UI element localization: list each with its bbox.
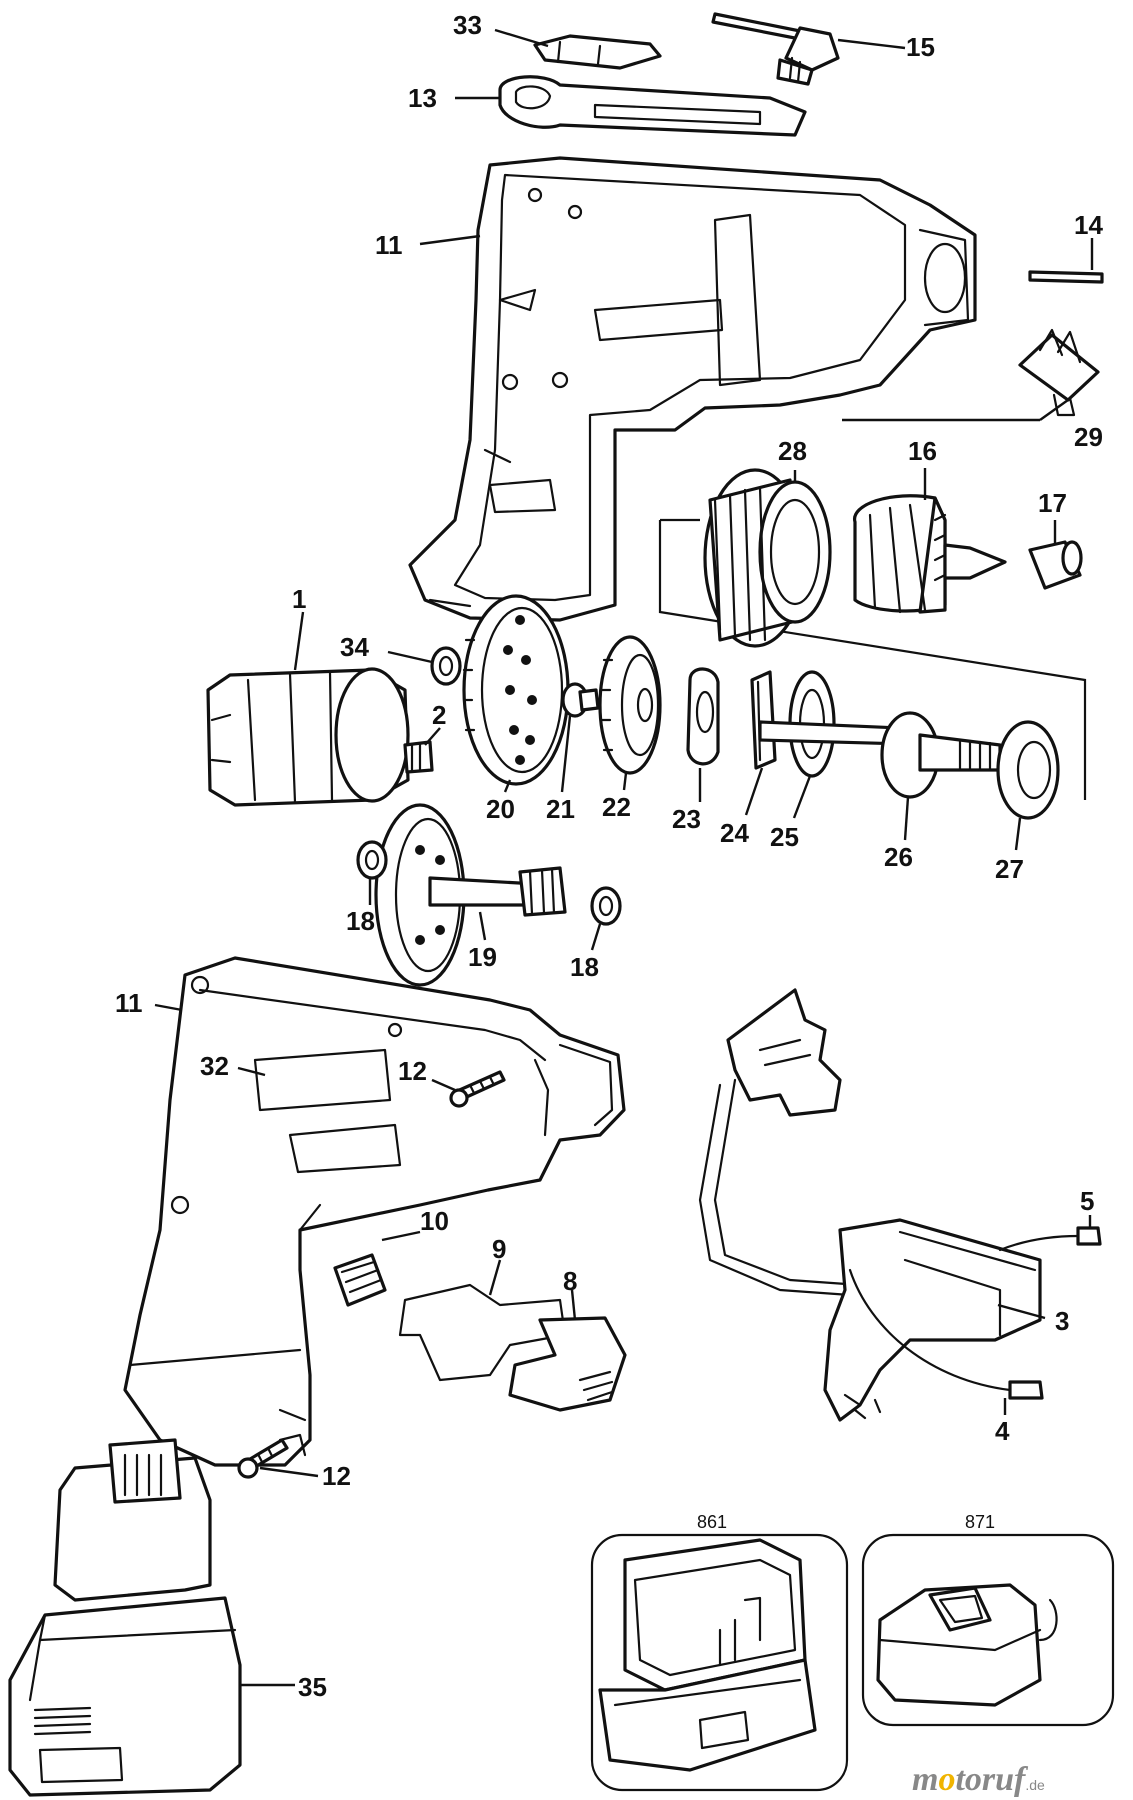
part-5-lead (998, 1226, 1102, 1252)
callout-2: 2 (432, 700, 446, 730)
callout-18-left: 18 (346, 906, 375, 936)
callout-34: 34 (340, 632, 369, 662)
part-3-switch (823, 1218, 1042, 1422)
part-19-intermediate-gear (374, 803, 567, 987)
group-bracket-chuck (658, 520, 1087, 800)
callout-10: 10 (420, 1206, 449, 1236)
part-switch-terminal-block (726, 988, 842, 1117)
leader-8 (570, 1289, 577, 1321)
callout-17: 17 (1038, 488, 1067, 518)
callout-19: 19 (468, 942, 497, 972)
part-9-spring (398, 1283, 567, 1382)
part-24-washer (750, 670, 777, 770)
callout-8: 8 (563, 1266, 577, 1296)
part-34-bushing (430, 646, 462, 686)
callout-12-upper: 12 (398, 1056, 427, 1086)
part-28-clutch-collar (703, 468, 832, 648)
leader-34 (387, 650, 433, 664)
part-2-pinion (403, 740, 434, 774)
callout-25: 25 (770, 822, 799, 852)
part-1-motor (206, 667, 410, 807)
leader-12-upper (431, 1078, 456, 1092)
part-18-bushing-left (356, 840, 388, 880)
part-16-chuck (853, 494, 1007, 614)
part-4-lead (848, 1268, 1044, 1400)
leader-22 (622, 772, 628, 791)
part-switch-wires (698, 1078, 862, 1297)
callout-16: 16 (908, 436, 937, 466)
part-21-spacer (561, 682, 600, 718)
callout-26: 26 (884, 842, 913, 872)
leader-10 (381, 1230, 421, 1242)
callout-18-right: 18 (570, 952, 599, 982)
leader-32 (237, 1066, 266, 1077)
part-29-spring-plate (1018, 328, 1100, 417)
leader-33 (494, 28, 549, 48)
callout-11-top: 11 (375, 230, 403, 260)
part-23-ring-plate (686, 667, 720, 766)
leader-18-right (590, 923, 602, 951)
leader-20 (503, 779, 512, 793)
leader-2 (424, 727, 441, 746)
leader-27 (1014, 817, 1022, 851)
callout-11-bottom: 11 (115, 988, 143, 1018)
callout-35: 35 (298, 1672, 327, 1702)
callout-20: 20 (486, 794, 515, 824)
callout-1: 1 (292, 584, 306, 614)
svg-text:motoruf.de: motoruf.de (912, 1761, 1045, 1798)
callout-12-lower: 12 (322, 1461, 351, 1491)
part-11-housing-right-half (123, 956, 626, 1467)
callout-15: 15 (906, 32, 935, 62)
callout-24: 24 (720, 818, 749, 848)
part-11-housing-left-half (408, 156, 977, 622)
callout-28: 28 (778, 436, 807, 466)
leader-12-lower (259, 1466, 319, 1478)
leader-11-bottom (154, 1003, 183, 1012)
leader-24 (744, 767, 764, 816)
accessory-case-ref: 861 (697, 1512, 727, 1532)
part-26-spindle (758, 711, 1002, 799)
part-27-bearing (996, 720, 1060, 820)
callout-21: 21 (546, 794, 575, 824)
callout-23: 23 (672, 804, 701, 834)
callout-27: 27 (995, 854, 1024, 884)
accessory-case-box (590, 1533, 849, 1792)
callout-5: 5 (1080, 1186, 1094, 1216)
leader-9 (488, 1259, 502, 1296)
part-22-gear (598, 635, 662, 775)
part-17-chuck-screw (1028, 540, 1083, 590)
callout-4: 4 (995, 1416, 1010, 1446)
leader-26 (903, 796, 910, 841)
callout-3: 3 (1055, 1306, 1069, 1336)
part-15-chuck-key (711, 12, 840, 86)
part-10-switch-button (333, 1253, 387, 1307)
callout-9: 9 (492, 1234, 506, 1264)
part-12-screw-lower (237, 1438, 289, 1479)
callout-33: 33 (453, 10, 482, 40)
callout-14: 14 (1074, 210, 1103, 240)
leader-15 (837, 38, 906, 50)
part-13-belt-clip (498, 75, 807, 137)
leader-1 (293, 611, 305, 671)
leader-11-top (419, 234, 481, 246)
callout-32: 32 (200, 1051, 229, 1081)
part-33-bit (533, 34, 662, 70)
part-14-pin (1028, 270, 1104, 284)
leader-21 (560, 715, 572, 793)
accessory-charger-box (861, 1533, 1115, 1727)
part-12-screw-upper (449, 1070, 506, 1108)
leader-25 (792, 775, 812, 819)
callout-13: 13 (408, 83, 437, 113)
callout-29: 29 (1074, 422, 1103, 452)
watermark-logo: motoruf.de (912, 1761, 1045, 1798)
leader-19 (478, 911, 487, 941)
part-35-battery-pack (8, 1438, 242, 1797)
accessory-charger-ref: 871 (965, 1512, 995, 1532)
callout-22: 22 (602, 792, 631, 822)
leader-3 (997, 1303, 1046, 1320)
part-20-gear (462, 594, 570, 786)
part-8-battery-latch (508, 1316, 627, 1412)
part-18-bushing-right (590, 886, 622, 926)
